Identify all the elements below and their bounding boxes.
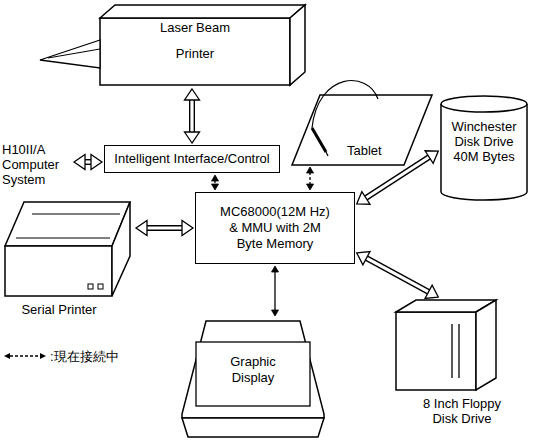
node-label: Winchester Disk Drive 40M Bytes [440,119,528,164]
arrow-inner [190,99,193,133]
arrow-stem [274,271,275,311]
arrow-outline [366,258,430,293]
arrow-inner [146,226,183,229]
node-label: 8 Inch Floppy Disk Drive [410,396,514,426]
disk-cylinder: Winchester Disk Drive 40M Bytes [440,95,528,201]
graphic-display: Graphic Display [178,318,328,440]
cpu-box: MC68000(12M Hz) & MMU with 2M Byte Memor… [195,192,355,264]
arrow-head [182,221,193,236]
double-arrow [136,221,193,236]
laser-printer: Laser Beam Printer [38,3,308,87]
arrow-head [307,184,314,190]
node-label: MC68000(12M Hz) & MMU with 2M Byte Memor… [215,204,335,252]
arrow-head [91,155,102,170]
double-arrow [74,155,102,170]
arrow-head [185,89,200,100]
arrow-head [357,192,370,205]
serial-printer: Serial Printer [2,198,134,320]
double-arrow [357,252,438,299]
legend-text: :現在接続中 [50,348,119,366]
arrow-head [272,266,279,272]
arrow-stem [309,172,310,185]
arrow-head [212,184,219,190]
dashed-arrow [212,175,219,190]
host-system-label: H10II/A Computer System [2,140,72,188]
double-arrow [185,89,200,143]
arrow-head [212,175,219,181]
arrow-head [136,221,147,236]
laser-printer-shape [38,3,308,87]
arrow-outline [189,99,195,133]
dashed-arrow [307,167,314,190]
node-label: H10II/A Computer System [2,142,70,187]
arrow-head [272,310,279,316]
node-label: Intelligent Interface/Control [114,151,269,167]
legend-sample [4,353,46,359]
floppy-drive: 8 Inch Floppy Disk Drive [392,298,532,428]
arrow-inner [365,157,430,199]
arrow-head [425,285,438,298]
arrow-head [185,132,200,143]
arrow-inner [366,258,430,293]
node-label: Serial Printer [4,302,114,317]
node-label: Graphic Display [223,354,283,386]
arrow-outline [365,157,430,199]
arrow-head [307,167,314,173]
node-label: Laser Beam Printer [150,15,240,67]
arrow-head [74,155,85,170]
arrow-line [272,266,279,316]
tablet: Tablet [292,95,432,165]
serial-printer-shape [2,198,134,320]
node-label: Tablet [347,143,397,159]
double-arrow [357,151,439,204]
arrow-outline [146,225,183,231]
arrow-head [357,252,370,265]
interface-box: Intelligent Interface/Control [104,145,280,173]
arrow-head [425,151,438,164]
